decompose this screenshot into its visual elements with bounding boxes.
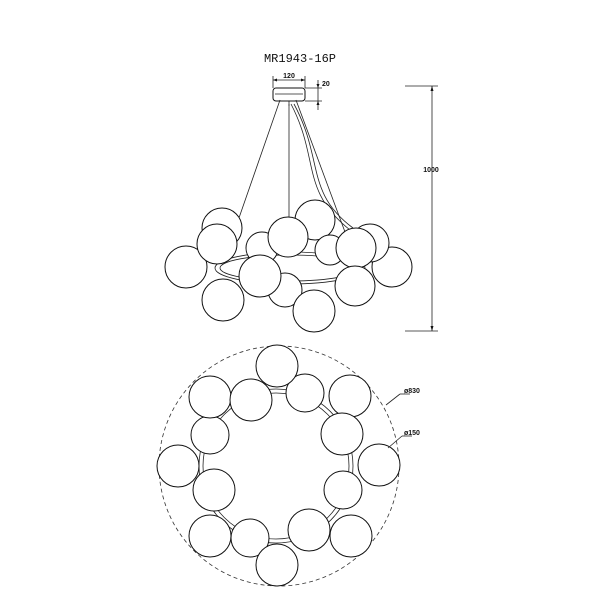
suspension-cables [231, 99, 354, 239]
canopy-width-dimension: 120 [272, 73, 306, 88]
model-title: MR1943-16P [264, 52, 336, 66]
side-view-balls [164, 199, 413, 333]
top-view-balls [156, 344, 401, 587]
outer-diameter-leader: ø830 [385, 388, 420, 406]
canopy-width-label: 120 [283, 73, 295, 80]
ball-diameter-leader: ø150 [387, 430, 420, 449]
side-view: 120 20 [164, 73, 439, 333]
canopy-height-dimension: 20 [305, 80, 330, 110]
total-height-dimension: 1000 [405, 85, 439, 332]
canopy [272, 87, 306, 102]
canopy-height-label: 20 [322, 81, 330, 88]
outer-diameter-label: ø830 [404, 388, 420, 395]
top-view: ø830 ø150 [156, 344, 420, 587]
ball-diameter-label: ø150 [404, 430, 420, 437]
total-height-label: 1000 [423, 167, 439, 174]
ring-top-inner [202, 392, 350, 540]
